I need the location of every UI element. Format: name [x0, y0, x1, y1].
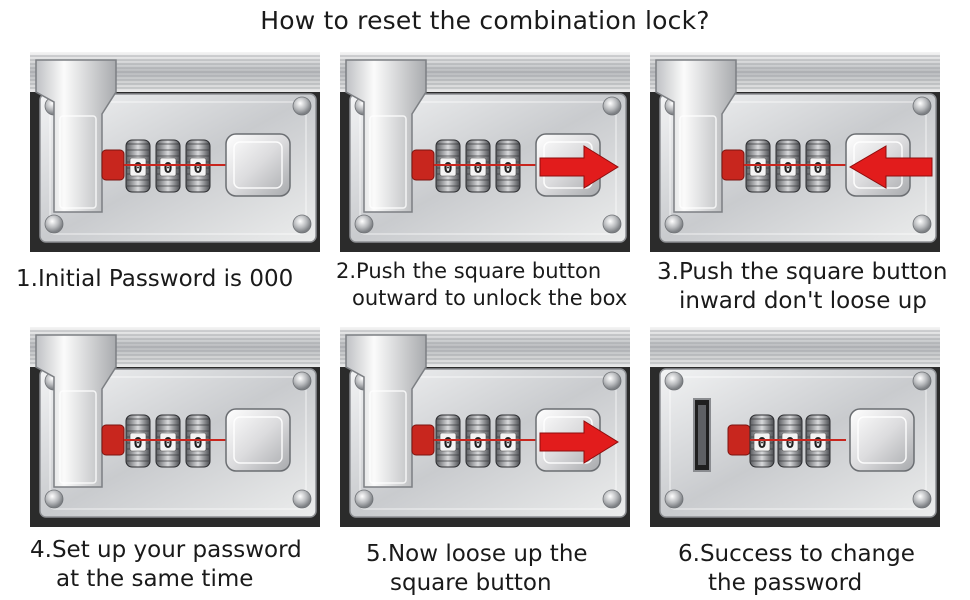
step-1-caption-line1: 1.Initial Password is 000 — [16, 266, 294, 292]
screw-icon — [292, 371, 312, 391]
release-tab — [721, 149, 745, 181]
combination-wheel-2: 0 — [155, 414, 181, 468]
step-5-caption-line2: square button — [390, 570, 552, 596]
wheel-digit: 0 — [813, 434, 822, 452]
wheel-digit: 0 — [473, 434, 482, 452]
step-2-caption: 2.Push the square button outward to unlo… — [336, 258, 627, 312]
step-4-caption: 4.Set up your password at the same time — [30, 536, 302, 594]
page-title: How to reset the combination lock? — [260, 6, 710, 35]
screw-icon — [664, 489, 684, 509]
screw-icon — [664, 371, 684, 391]
step-6-caption-line2: the password — [708, 570, 863, 596]
wheel-digit: 0 — [503, 159, 512, 177]
wheel-digit: 0 — [443, 159, 452, 177]
wheel-digit: 0 — [757, 434, 766, 452]
wheel-digit: 0 — [503, 434, 512, 452]
release-tab — [101, 424, 125, 456]
release-tab — [101, 149, 125, 181]
screw-icon — [292, 489, 312, 509]
step-4-lock-image: 0 0 0 — [30, 327, 320, 527]
wheel-digit: 0 — [133, 434, 142, 452]
step-4-caption-line1: 4.Set up your password — [30, 537, 302, 563]
step-6-lock-image: 0 0 0 — [650, 327, 940, 527]
screw-icon — [292, 214, 312, 234]
screw-icon — [664, 214, 684, 234]
screw-icon — [912, 371, 932, 391]
release-tab — [411, 149, 435, 181]
step-4-caption-line2: at the same time — [56, 566, 254, 592]
combination-wheel-3: 0 — [495, 414, 521, 468]
screw-icon — [912, 489, 932, 509]
screw-icon — [602, 96, 622, 116]
square-reset-button — [225, 408, 291, 472]
release-tab — [411, 424, 435, 456]
square-reset-button — [225, 133, 291, 197]
screw-icon — [354, 489, 374, 509]
step-3-caption-line1: 3.Push the square button — [657, 259, 948, 285]
wheel-digit: 0 — [473, 159, 482, 177]
wheel-digit: 0 — [163, 159, 172, 177]
wheel-digit: 0 — [193, 434, 202, 452]
wheel-digit: 0 — [443, 434, 452, 452]
wheel-digit: 0 — [753, 159, 762, 177]
screw-icon — [44, 489, 64, 509]
arrow-right-icon — [539, 420, 619, 464]
step-1-lock-image: 0 0 0 — [30, 52, 320, 252]
wheel-digit: 0 — [193, 159, 202, 177]
step-6-caption: 6.Success to change the password — [678, 540, 915, 598]
square-reset-button — [849, 408, 915, 472]
arrow-left-icon — [849, 145, 933, 189]
wheel-digit: 0 — [133, 159, 142, 177]
aluminium-trim — [650, 327, 940, 367]
wheel-digit: 0 — [783, 159, 792, 177]
screw-icon — [912, 214, 932, 234]
step-3-lock-image: 0 0 0 — [650, 52, 940, 252]
step-5-caption: 5.Now loose up the square button — [366, 540, 588, 598]
release-tab — [727, 424, 751, 456]
step-3-caption: 3.Push the square button inward don't lo… — [657, 258, 947, 316]
screw-icon — [292, 96, 312, 116]
screw-icon — [354, 214, 374, 234]
combination-wheel-2: 0 — [465, 139, 491, 193]
step-6-caption-line1: 6.Success to change — [678, 541, 915, 567]
arrow-right-icon — [539, 145, 619, 189]
screw-icon — [602, 489, 622, 509]
screw-icon — [602, 371, 622, 391]
screw-icon — [602, 214, 622, 234]
step-5-caption-line1: 5.Now loose up the — [366, 541, 588, 567]
step-2-caption-line2: outward to unlock the box — [352, 286, 628, 310]
wheel-digit: 0 — [785, 434, 794, 452]
step-2-lock-image: 0 0 0 — [340, 52, 630, 252]
wheel-digit: 0 — [813, 159, 822, 177]
step-2-caption-line1: 2.Push the square button — [336, 259, 602, 283]
step-5-lock-image: 0 0 0 — [340, 327, 630, 527]
wheel-digit: 0 — [163, 434, 172, 452]
step-3-caption-line2: inward don't loose up — [679, 288, 927, 314]
screw-icon — [912, 96, 932, 116]
step-1-caption: 1.Initial Password is 000 — [16, 265, 293, 294]
screw-icon — [44, 214, 64, 234]
